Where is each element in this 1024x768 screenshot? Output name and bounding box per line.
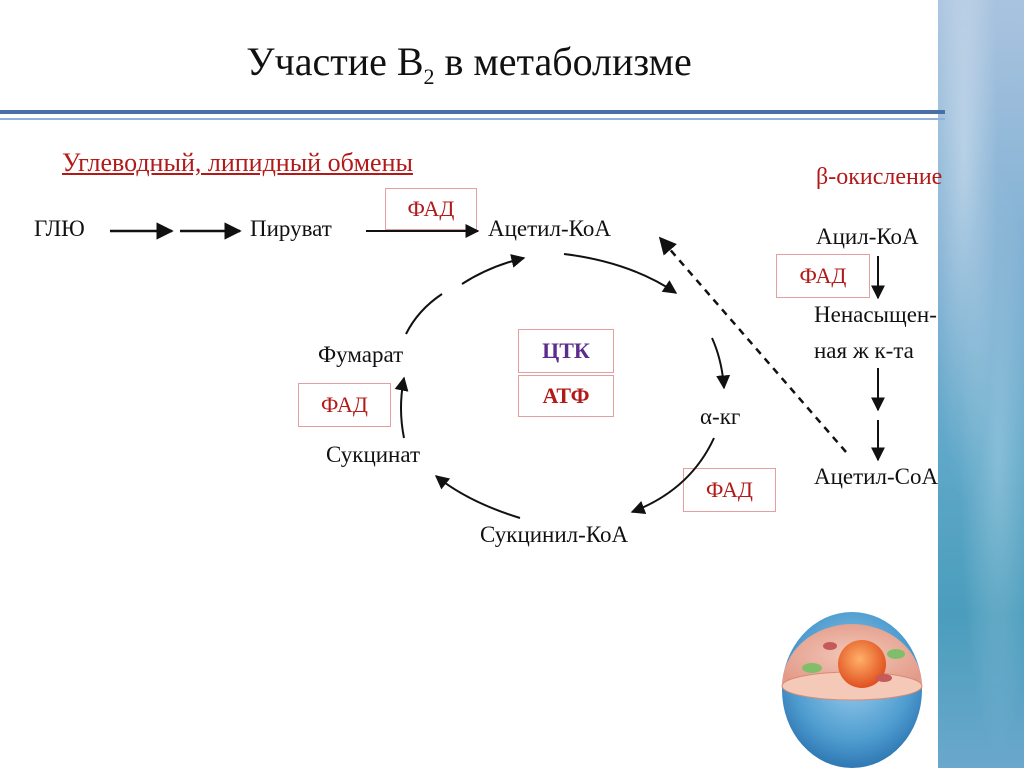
node-acetyl-coa: Ацетил-КоА	[488, 216, 611, 241]
node-succinyl-coa: Сукцинил-КоА	[480, 522, 629, 547]
slide-title: Участие В2 в метаболизме	[0, 38, 938, 90]
fad-box-alpha-kg: ФАД	[683, 468, 776, 512]
decorative-side-strip	[938, 0, 1024, 768]
node-unsaturated-line-1: Ненасыщен-	[814, 302, 937, 327]
section-heading: Углеводный, липидный обмены	[62, 148, 413, 177]
arrow-to-alpha-kg	[711, 337, 731, 390]
node-unsaturated-line-2: ная ж к-та	[814, 338, 914, 363]
title-underline-rule-light	[0, 118, 945, 120]
title-underline-rule	[0, 110, 945, 114]
beta-oxidation-heading: β-окисление	[816, 164, 943, 190]
node-acyl-coa: Ацил-КоА	[816, 224, 919, 249]
node-acetyl-coa-beta: Ацетил-СоА	[814, 464, 939, 489]
arrow-succinyl-to-succinate	[434, 475, 521, 519]
arrow-to-acetyl-left	[461, 254, 526, 285]
node-fumarate: Фумарат	[318, 342, 404, 367]
fad-box-pyruvate: ФАД	[385, 188, 477, 230]
node-succinate: Сукцинат	[326, 442, 421, 467]
arrow-acetyl-to-top-right	[563, 253, 678, 294]
node-glu: ГЛЮ	[34, 216, 85, 241]
atp-box: АТФ	[518, 375, 614, 417]
fad-box-beta-oxidation: ФАД	[776, 254, 870, 298]
node-alpha-kg: α-кг	[700, 404, 741, 429]
arrow-fumarate-upward	[405, 293, 443, 335]
cell-illustration	[781, 612, 923, 768]
node-pyruvate: Пируват	[250, 216, 332, 241]
title-suffix: в метаболизме	[434, 39, 692, 84]
fad-box-fumarate: ФАД	[298, 383, 391, 427]
tca-cycle-box: ЦТК	[518, 329, 614, 373]
title-main: Участие В	[246, 39, 424, 84]
arrow-succinate-to-fumarate	[394, 376, 409, 439]
title-subscript: 2	[423, 64, 435, 89]
